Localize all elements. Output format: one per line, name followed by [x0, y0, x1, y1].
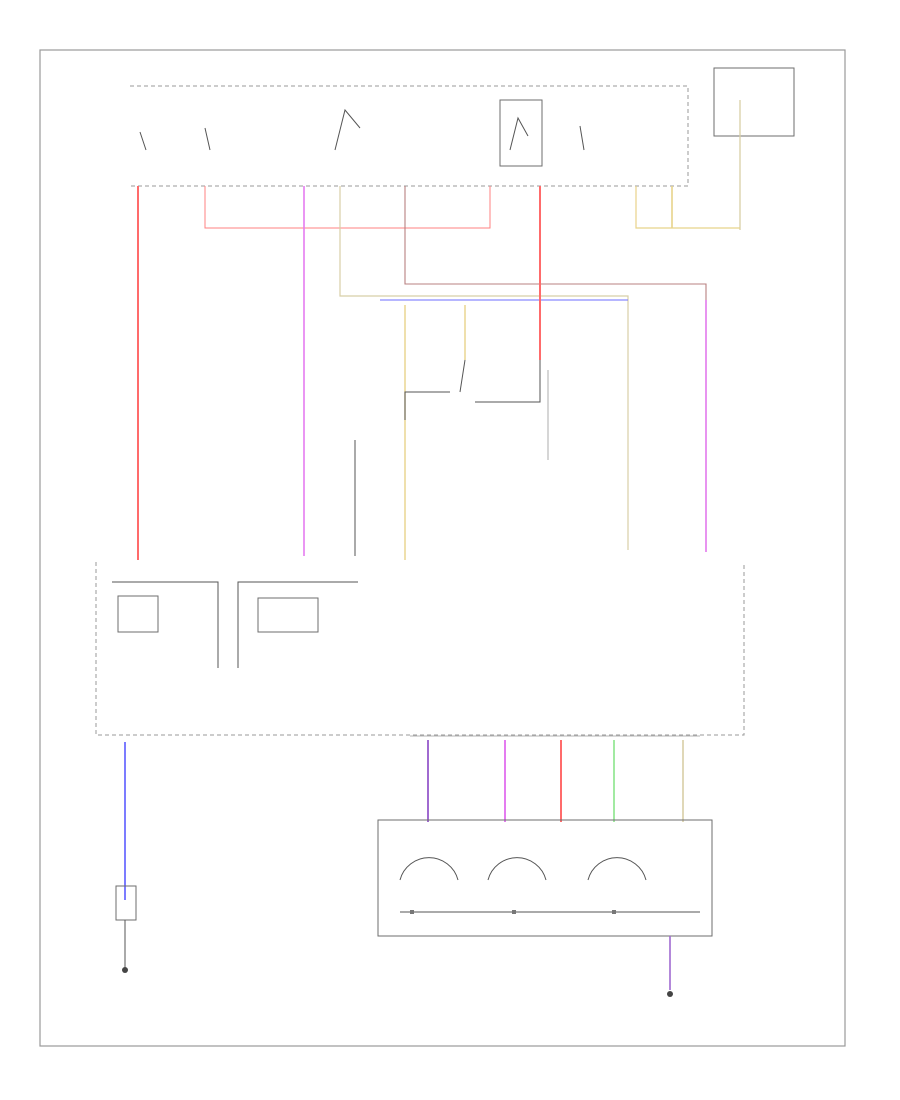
wire-tan-middle [339, 186, 629, 550]
relay-box [499, 99, 543, 167]
switch-link [404, 391, 450, 420]
gauge-2 [487, 857, 547, 881]
ignition-switch-contact [334, 108, 361, 151]
blower-switch-bracket [112, 581, 219, 668]
ground-right-icon [667, 991, 673, 997]
fuse-panel-right [713, 67, 795, 137]
wire-brown [404, 186, 707, 552]
ground-left-icon [122, 967, 128, 973]
ground-node-1 [410, 910, 414, 914]
ground-node-3 [612, 910, 616, 914]
blower-switch [117, 595, 159, 633]
mode-switch-bracket [237, 581, 358, 668]
fuse-symbols [139, 125, 585, 151]
switch-contact [459, 359, 541, 403]
fuse-box-outline [130, 85, 689, 187]
diagram-frame [39, 49, 846, 1047]
wire-yellow-right [635, 186, 740, 229]
wire-red-horizontal [204, 186, 491, 229]
lower-left-component [115, 885, 137, 921]
gauge-3 [587, 857, 647, 881]
hvac-control-outline [95, 562, 745, 736]
cluster-outline [377, 819, 713, 937]
mode-switch [257, 597, 319, 633]
hvac-control [95, 562, 745, 736]
relay-contact [509, 116, 529, 151]
gauge-1 [399, 857, 459, 881]
instrument-cluster [377, 819, 713, 937]
ground-node-2 [512, 910, 516, 914]
fuse-relay-box [130, 85, 689, 187]
